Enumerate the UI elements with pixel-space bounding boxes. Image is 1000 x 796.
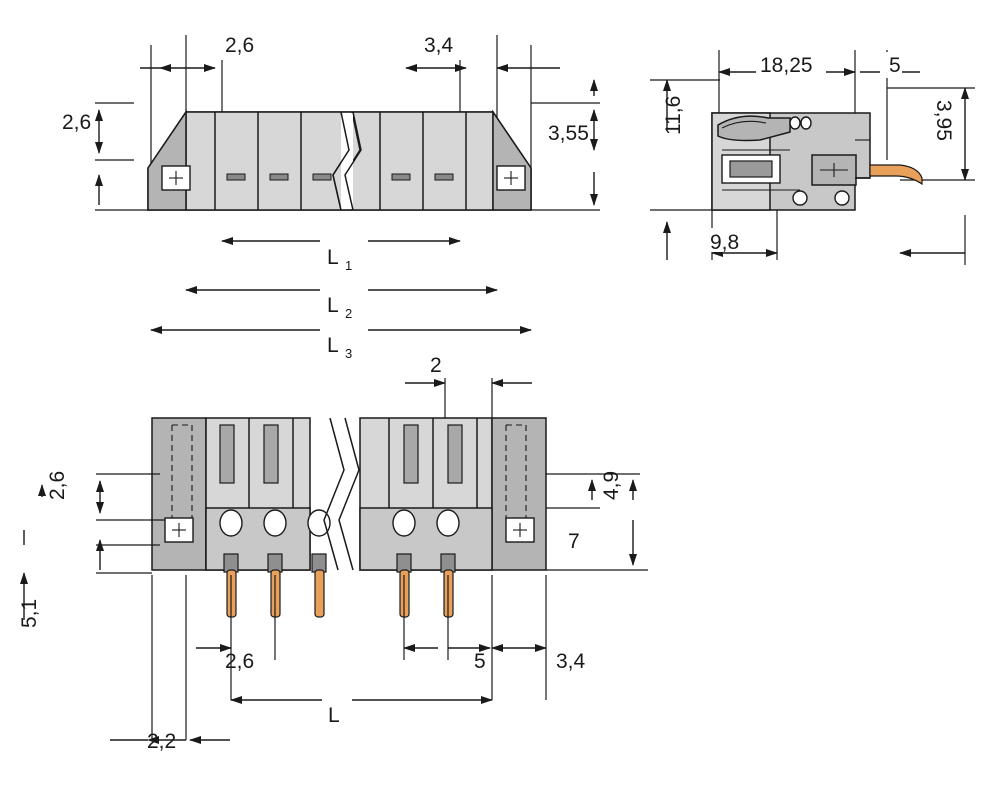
wire-entry-hole <box>263 509 287 537</box>
pin-base-slot <box>440 553 456 573</box>
dim-label-l3-sub: 3 <box>345 346 352 361</box>
dim-label-bg <box>912 100 940 170</box>
break-gap <box>341 113 353 209</box>
top-view: 2,6 3,4 2,6 3,55 <box>62 34 600 361</box>
rear-block <box>811 154 857 186</box>
front-tab-left <box>151 417 207 571</box>
contact-slot <box>226 173 246 181</box>
dim-label-bg <box>320 289 368 311</box>
lever-pivot-2 <box>800 116 812 130</box>
front-view: 2 <box>18 354 648 753</box>
dim-label-18-25: 18,25 <box>760 54 813 77</box>
side-view: 18,25 5 5 3,95 11,6 9,8 <box>650 50 975 265</box>
dim-label-2-front: 2 <box>430 354 442 377</box>
pin-base-slot <box>311 553 327 573</box>
wire-entry-hole <box>436 509 460 537</box>
break-line-left-front <box>323 417 345 571</box>
dim-label-l1-sub: 1 <box>345 258 352 273</box>
wire-entry-hole <box>307 509 331 537</box>
contact-slot <box>312 173 332 181</box>
dim-label-3-4-front-bottom: 3,4 <box>556 650 586 673</box>
lever <box>717 115 791 142</box>
front-tab-right <box>491 417 547 571</box>
contact-slot <box>391 173 411 181</box>
front-lower-band-right <box>359 507 493 571</box>
dim-label-5-front-bottom: 5 <box>474 650 486 673</box>
dim-label-l2: L <box>327 294 339 317</box>
pin-base-slot <box>267 553 283 573</box>
dim-label-7: 7 <box>568 530 580 553</box>
break-line-left2 <box>332 111 350 211</box>
pivot-hole-2 <box>834 190 850 206</box>
mounting-tab-left <box>147 109 187 211</box>
dim-label-3-95: 3,95 <box>932 100 955 141</box>
lever-slot <box>447 424 463 484</box>
break-line-right-front <box>338 417 360 571</box>
dim-label-2-6-left: 2,6 <box>62 111 91 134</box>
lever-slot <box>219 424 235 484</box>
dim-label-2-6-front-bottom: 2,6 <box>225 650 254 673</box>
dim-label-l3: L <box>327 334 339 357</box>
dim-label-3-4-top: 3,4 <box>424 34 454 57</box>
dim-label-2-6-front-left: 2,6 <box>46 471 69 500</box>
clamping-spring <box>729 160 773 178</box>
lever-pivot <box>789 116 801 130</box>
wire-entry-hole <box>219 509 243 537</box>
lever-edge <box>721 120 767 129</box>
dim-label-l2-sub: 2 <box>345 306 352 321</box>
dim-label-5-1: 5,1 <box>18 599 41 628</box>
pivot-hole <box>792 190 808 206</box>
dim-label-2-2: 2,2 <box>147 730 176 753</box>
dim-label-2-6-top: 2,6 <box>225 34 254 57</box>
dim-label-bg <box>880 52 902 78</box>
wire-entry-hole <box>392 509 416 537</box>
dim-label-9-8: 9,8 <box>710 231 739 254</box>
dim-label-bg <box>320 329 368 351</box>
dim-label-l1: L <box>327 246 339 269</box>
solder-pin-side <box>869 164 923 186</box>
solder-pin <box>314 569 325 618</box>
dim-label-11-6: 11,6 <box>662 96 685 135</box>
dim-label-bg <box>756 50 826 76</box>
contact-slot <box>434 173 454 181</box>
dim-label-bg <box>320 240 368 262</box>
dim-label-3-55: 3,55 <box>548 122 589 145</box>
pin-base-slot <box>223 553 239 573</box>
lever-slot <box>403 424 419 484</box>
lever-slot <box>263 424 279 484</box>
mounting-tab-right <box>492 109 532 211</box>
dim-label-l: L <box>328 704 340 727</box>
break-line-right2 <box>344 111 362 211</box>
dim-label-5-side-2: 5 <box>889 54 901 77</box>
contact-slot <box>269 173 289 181</box>
pin-base-slot <box>396 553 412 573</box>
dim-label-bg <box>322 690 352 714</box>
housing-top-plate <box>185 111 494 211</box>
dim-label-4-9: 4,9 <box>600 471 623 500</box>
dim-label-bg <box>707 228 761 252</box>
